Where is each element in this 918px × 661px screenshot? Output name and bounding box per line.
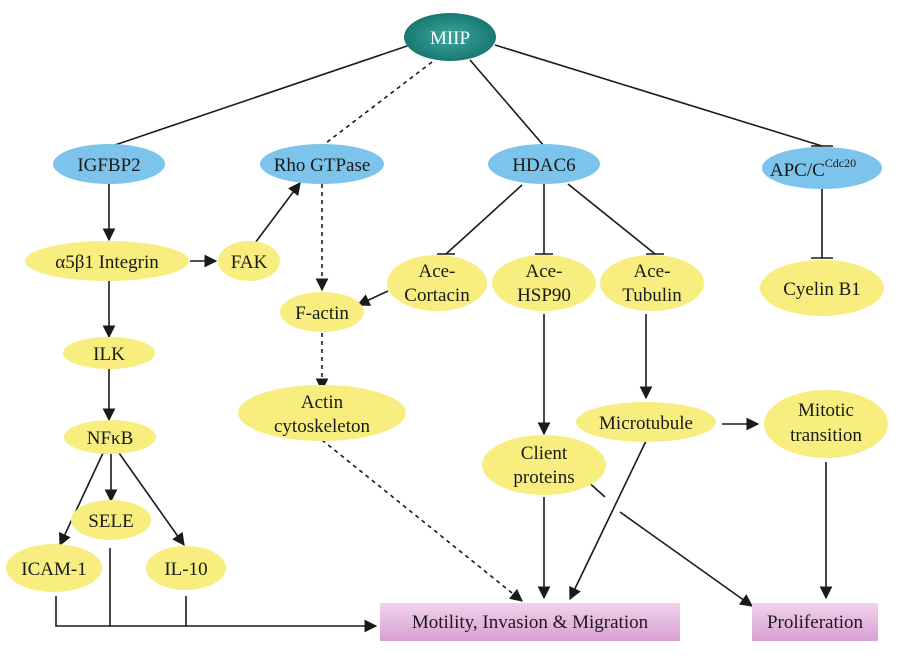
apc-c-base: APC/C xyxy=(770,160,825,181)
edge-icam1-motility xyxy=(55,596,378,633)
node-nfkb xyxy=(64,420,156,454)
edge-miip-rho-dashed xyxy=(321,61,433,147)
node-ace-hsp90 xyxy=(492,255,596,311)
node-igfbp2-label: IGFBP2 xyxy=(77,155,140,176)
outcome-motility-box xyxy=(380,603,680,641)
edge-hdac6-tubulin xyxy=(567,183,656,255)
node-mitotic-label-1: Mitotic xyxy=(798,400,854,421)
node-integrin xyxy=(25,241,189,281)
node-actin-label-2: cytoskeleton xyxy=(274,416,371,437)
edge-nfkb-icam1 xyxy=(59,452,104,547)
node-igfbp2 xyxy=(53,144,165,184)
node-apc-c-label: APC/CCdc20 xyxy=(770,156,856,181)
nodes: MIIP IGFBP2 Rho GTPase HDAC6 APC/CCdc20 … xyxy=(6,13,888,641)
node-f-actin-label: F-actin xyxy=(295,303,349,324)
node-miip xyxy=(404,13,496,61)
node-actin-label-1: Actin xyxy=(301,392,344,413)
node-mitotic-transition xyxy=(764,390,888,458)
edge-fak-rho xyxy=(254,181,301,244)
node-ace-hsp90-label-2: HSP90 xyxy=(517,285,571,306)
node-ace-cortacin xyxy=(387,255,487,311)
node-ace-tubulin-label-1: Ace- xyxy=(634,261,671,282)
edge-hdac6-cortacin xyxy=(445,184,523,255)
edge-miip-hdac6 xyxy=(469,59,545,147)
node-ace-tubulin-label-2: Tubulin xyxy=(622,285,682,306)
node-client-proteins xyxy=(482,435,606,495)
node-sele-label: SELE xyxy=(88,511,133,532)
node-nfkb-label: NFκB xyxy=(87,428,134,449)
edge-miip-apc xyxy=(494,44,823,147)
node-client-label-1: Client xyxy=(521,443,568,464)
edge-to-proliferation xyxy=(619,511,754,607)
node-mitotic-label-2: transition xyxy=(790,425,862,446)
node-ilk-label: ILK xyxy=(93,344,125,365)
node-il10-label: IL-10 xyxy=(164,559,207,580)
node-actin-cytoskeleton xyxy=(238,385,406,441)
edge-actin-motility-dashed xyxy=(321,439,523,602)
node-fak xyxy=(218,241,280,281)
node-ace-cortacin-label-2: Cortacin xyxy=(404,285,470,306)
node-hdac6 xyxy=(488,144,600,184)
outcome-proliferation-label: Proliferation xyxy=(767,612,864,633)
edge-cortacin-factin xyxy=(356,290,389,306)
node-microtubule xyxy=(576,402,716,442)
node-client-label-2: proteins xyxy=(513,467,574,488)
node-apc-c xyxy=(762,147,882,189)
node-hdac6-label: HDAC6 xyxy=(512,155,575,176)
node-sele xyxy=(71,500,151,540)
node-rho-gtpase-label: Rho GTPase xyxy=(274,155,371,176)
edge-microtubule-motility xyxy=(569,440,647,601)
outcome-motility-label: Motility, Invasion & Migration xyxy=(412,612,649,633)
apc-c-superscript: Cdc20 xyxy=(825,156,856,170)
node-miip-label: MIIP xyxy=(430,28,470,49)
node-ace-hsp90-label-1: Ace- xyxy=(526,261,563,282)
node-microtubule-label: Microtubule xyxy=(599,413,693,434)
outcome-proliferation-box xyxy=(752,603,878,641)
node-f-actin xyxy=(280,292,364,332)
node-cyclin-b1-label: Cyelin B1 xyxy=(783,279,861,300)
node-icam1-label: ICAM-1 xyxy=(21,559,86,580)
node-integrin-label: α5β1 Integrin xyxy=(55,252,159,273)
node-il10 xyxy=(146,546,226,590)
node-icam1 xyxy=(6,544,102,592)
edges xyxy=(55,44,833,633)
edge-nfkb-il10 xyxy=(118,452,185,547)
node-ace-tubulin xyxy=(600,255,704,311)
node-fak-label: FAK xyxy=(231,252,268,273)
edge-miip-igfbp2 xyxy=(111,44,411,147)
node-rho-gtpase xyxy=(260,144,384,184)
node-cyclin-b1 xyxy=(760,260,884,316)
node-ace-cortacin-label-1: Ace- xyxy=(419,261,456,282)
node-ilk xyxy=(63,337,155,369)
